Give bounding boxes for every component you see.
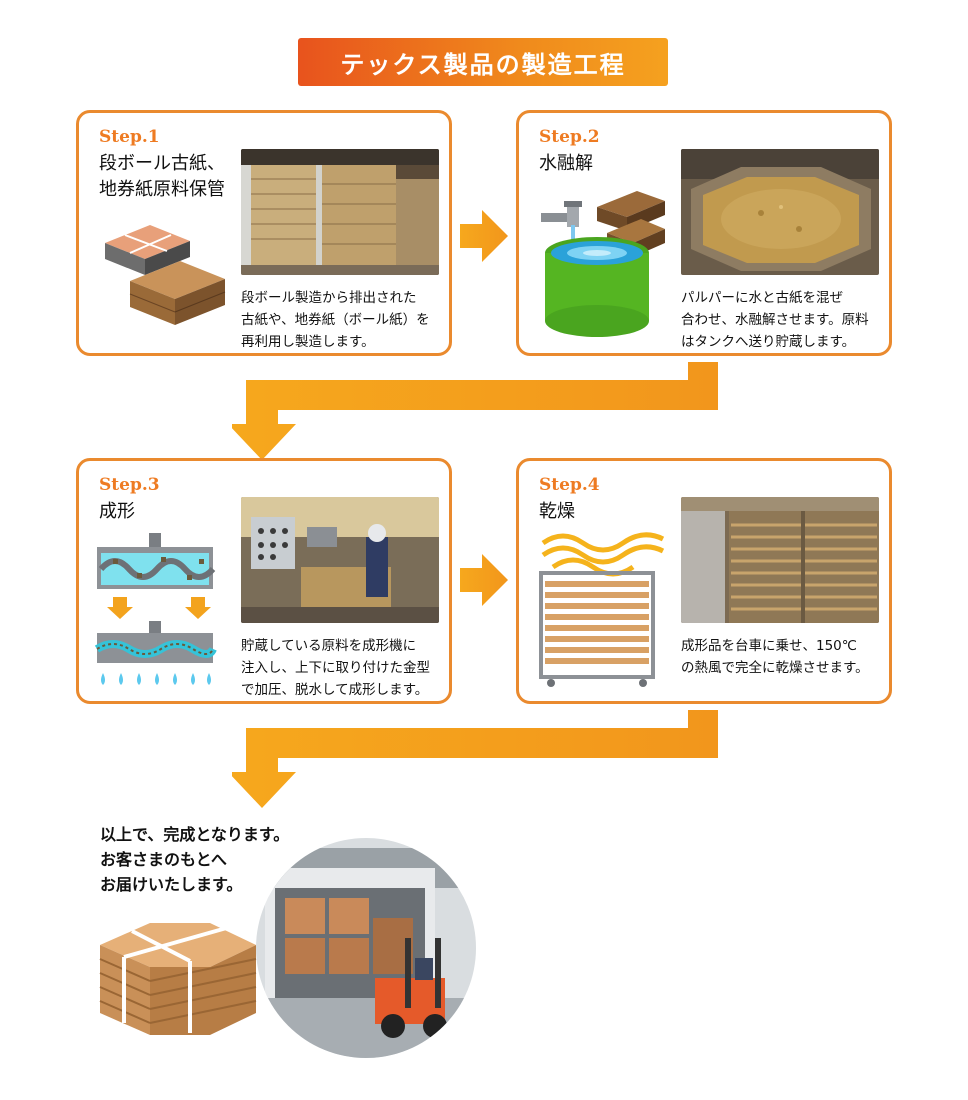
finished-product-illustration [99, 923, 257, 1035]
molding-machine-photo [241, 497, 439, 623]
step-title: 乾燥 [539, 501, 575, 522]
step-card-3: Step.3 成形 [76, 458, 452, 704]
page-title: テックス製品の製造工程 [298, 38, 668, 86]
pulper-photo [681, 149, 879, 275]
completion-message: 以上で、完成となります。 お客さまのもとへ お届けいたします。 [100, 825, 290, 894]
step-description: 成形品を台車に乗せ、150℃ の熱風で完全に乾燥させます。 [681, 638, 869, 676]
step-number: Step.3 [99, 475, 160, 495]
step-number: Step.2 [539, 127, 600, 147]
step-description: 貯蔵している原料を成形機に 注入し、上下に取り付けた金型 で加圧、脱水して成形し… [241, 638, 430, 698]
cardboard-bundles-illustration [105, 225, 226, 325]
step-title: 水融解 [539, 153, 593, 174]
drying-room-photo [681, 497, 879, 623]
flow-arrow-icon [232, 362, 718, 460]
arrow-right-icon [460, 554, 508, 606]
delivery-truck-photo [256, 838, 476, 1058]
step-description: パルパーに水と古紙を混ぜ 合わせ、水融解させます。原料 はタンクへ送り貯蔵します… [681, 290, 869, 350]
pulper-tank-illustration [541, 191, 665, 337]
step-title: 段ボール古紙、 地券紙原料保管 [99, 153, 225, 200]
step-description: 段ボール製造から排出された 古紙や、地券紙（ボール紙）を 再利用し製造します。 [241, 290, 430, 350]
step-card-4: Step.4 乾燥 [516, 458, 892, 704]
arrow-right-icon [460, 210, 508, 262]
step-title: 成形 [99, 501, 135, 522]
molding-press-illustration [94, 533, 217, 685]
warehouse-photo [241, 149, 439, 275]
step-card-2: Step.2 水融解 パルパーに水と古紙を混ぜ [516, 110, 892, 356]
step-number: Step.1 [99, 127, 160, 147]
drying-rack-illustration [539, 532, 665, 687]
step-card-1: Step.1 段ボール古紙、 地券紙原料保管 [76, 110, 452, 356]
step-number: Step.4 [539, 475, 600, 495]
flow-arrow-icon [232, 710, 718, 808]
